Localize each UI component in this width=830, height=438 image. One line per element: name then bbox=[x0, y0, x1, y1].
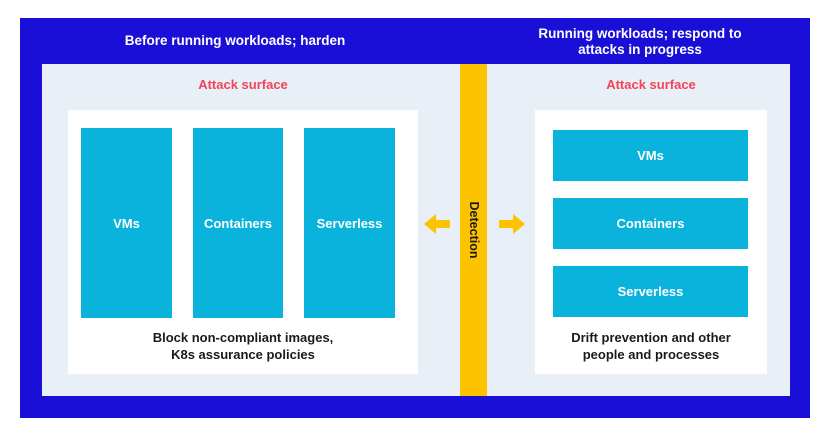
left-block-serverless: Serverless bbox=[304, 128, 395, 318]
right-caption: Drift prevention and other people and pr… bbox=[535, 329, 767, 363]
right-heading-line2: attacks in progress bbox=[578, 42, 702, 57]
left-caption-line2: K8s assurance policies bbox=[171, 347, 315, 362]
right-block-serverless: Serverless bbox=[553, 266, 748, 317]
arrow-left-icon bbox=[424, 214, 450, 234]
right-caption-line1: Drift prevention and other bbox=[571, 330, 731, 345]
left-block-containers: Containers bbox=[193, 128, 283, 318]
right-caption-line2: people and processes bbox=[582, 347, 720, 362]
left-attack-surface-label: Attack surface bbox=[198, 77, 288, 92]
right-block-vms: VMs bbox=[553, 130, 748, 181]
detection-bar: Detection bbox=[460, 64, 487, 396]
left-caption: Block non-compliant images, K8s assuranc… bbox=[68, 329, 418, 363]
left-section-heading: Before running workloads; harden bbox=[124, 33, 346, 48]
left-caption-line1: Block non-compliant images, bbox=[152, 330, 334, 345]
right-attack-surface-label: Attack surface bbox=[606, 77, 696, 92]
detection-label: Detection bbox=[466, 201, 481, 259]
right-block-containers: Containers bbox=[553, 198, 748, 249]
left-block-vms: VMs bbox=[81, 128, 172, 318]
right-section-heading: Running workloads; respond to attacks in… bbox=[490, 24, 790, 60]
arrow-right-icon bbox=[499, 214, 525, 234]
right-heading-line1: Running workloads; respond to bbox=[538, 26, 742, 41]
